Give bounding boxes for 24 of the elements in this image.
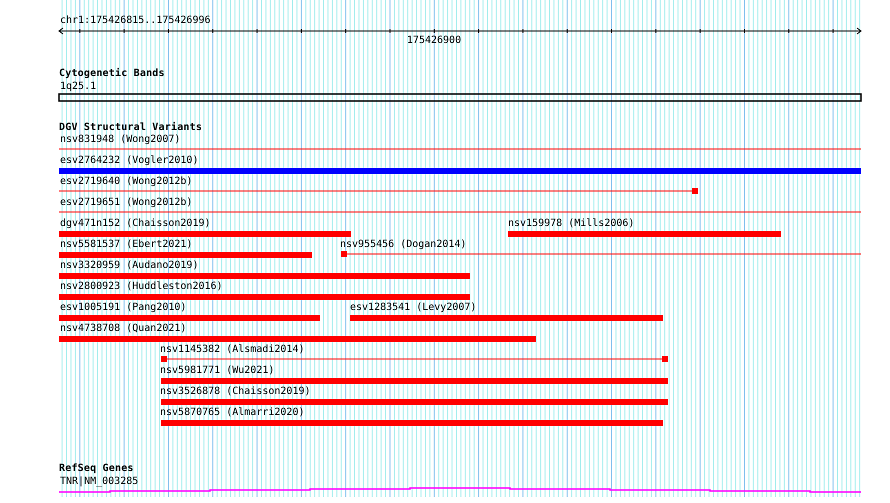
track-heading: Cytogenetic Bands xyxy=(59,68,165,79)
feature-label: esv1005191 (Pang2010) xyxy=(60,302,186,313)
feature-label: nsv1145382 (Alsmadi2014) xyxy=(160,344,304,355)
feature-label: nsv2800923 (Huddleston2016) xyxy=(60,281,223,292)
feature-label: nsv955456 (Dogan2014) xyxy=(340,239,466,250)
feature-label: nsv5581537 (Ebert2021) xyxy=(60,239,192,250)
feature-label: esv2764232 (Vogler2010) xyxy=(60,155,198,166)
track-heading: RefSeq Genes xyxy=(59,463,134,474)
feature-label: nsv3320959 (Audano2019) xyxy=(60,260,198,271)
feature-label: nsv5981771 (Wu2021) xyxy=(160,365,274,376)
feature-label: esv2719651 (Wong2012b) xyxy=(60,197,192,208)
feature-label: nsv4738708 (Quan2021) xyxy=(60,323,186,334)
feature-label: dgv471n152 (Chaisson2019) xyxy=(60,218,211,229)
track-heading: DGV Structural Variants xyxy=(59,122,202,133)
tick-label: 175426900 xyxy=(406,35,462,46)
feature-label: nsv3526878 (Chaisson2019) xyxy=(160,386,311,397)
feature-label: nsv159978 (Mills2006) xyxy=(508,218,634,229)
position-label: chr1:175426815..175426996 xyxy=(60,15,211,26)
feature-label: 1q25.1 xyxy=(60,81,96,92)
feature-label: esv2719640 (Wong2012b) xyxy=(60,176,192,187)
feature-label: nsv5870765 (Almarri2020) xyxy=(160,407,304,418)
feature-label: TNR|NM_003285 xyxy=(60,476,138,487)
feature-label: esv1283541 (Levy2007) xyxy=(350,302,476,313)
feature-label: nsv831948 (Wong2007) xyxy=(60,134,180,145)
